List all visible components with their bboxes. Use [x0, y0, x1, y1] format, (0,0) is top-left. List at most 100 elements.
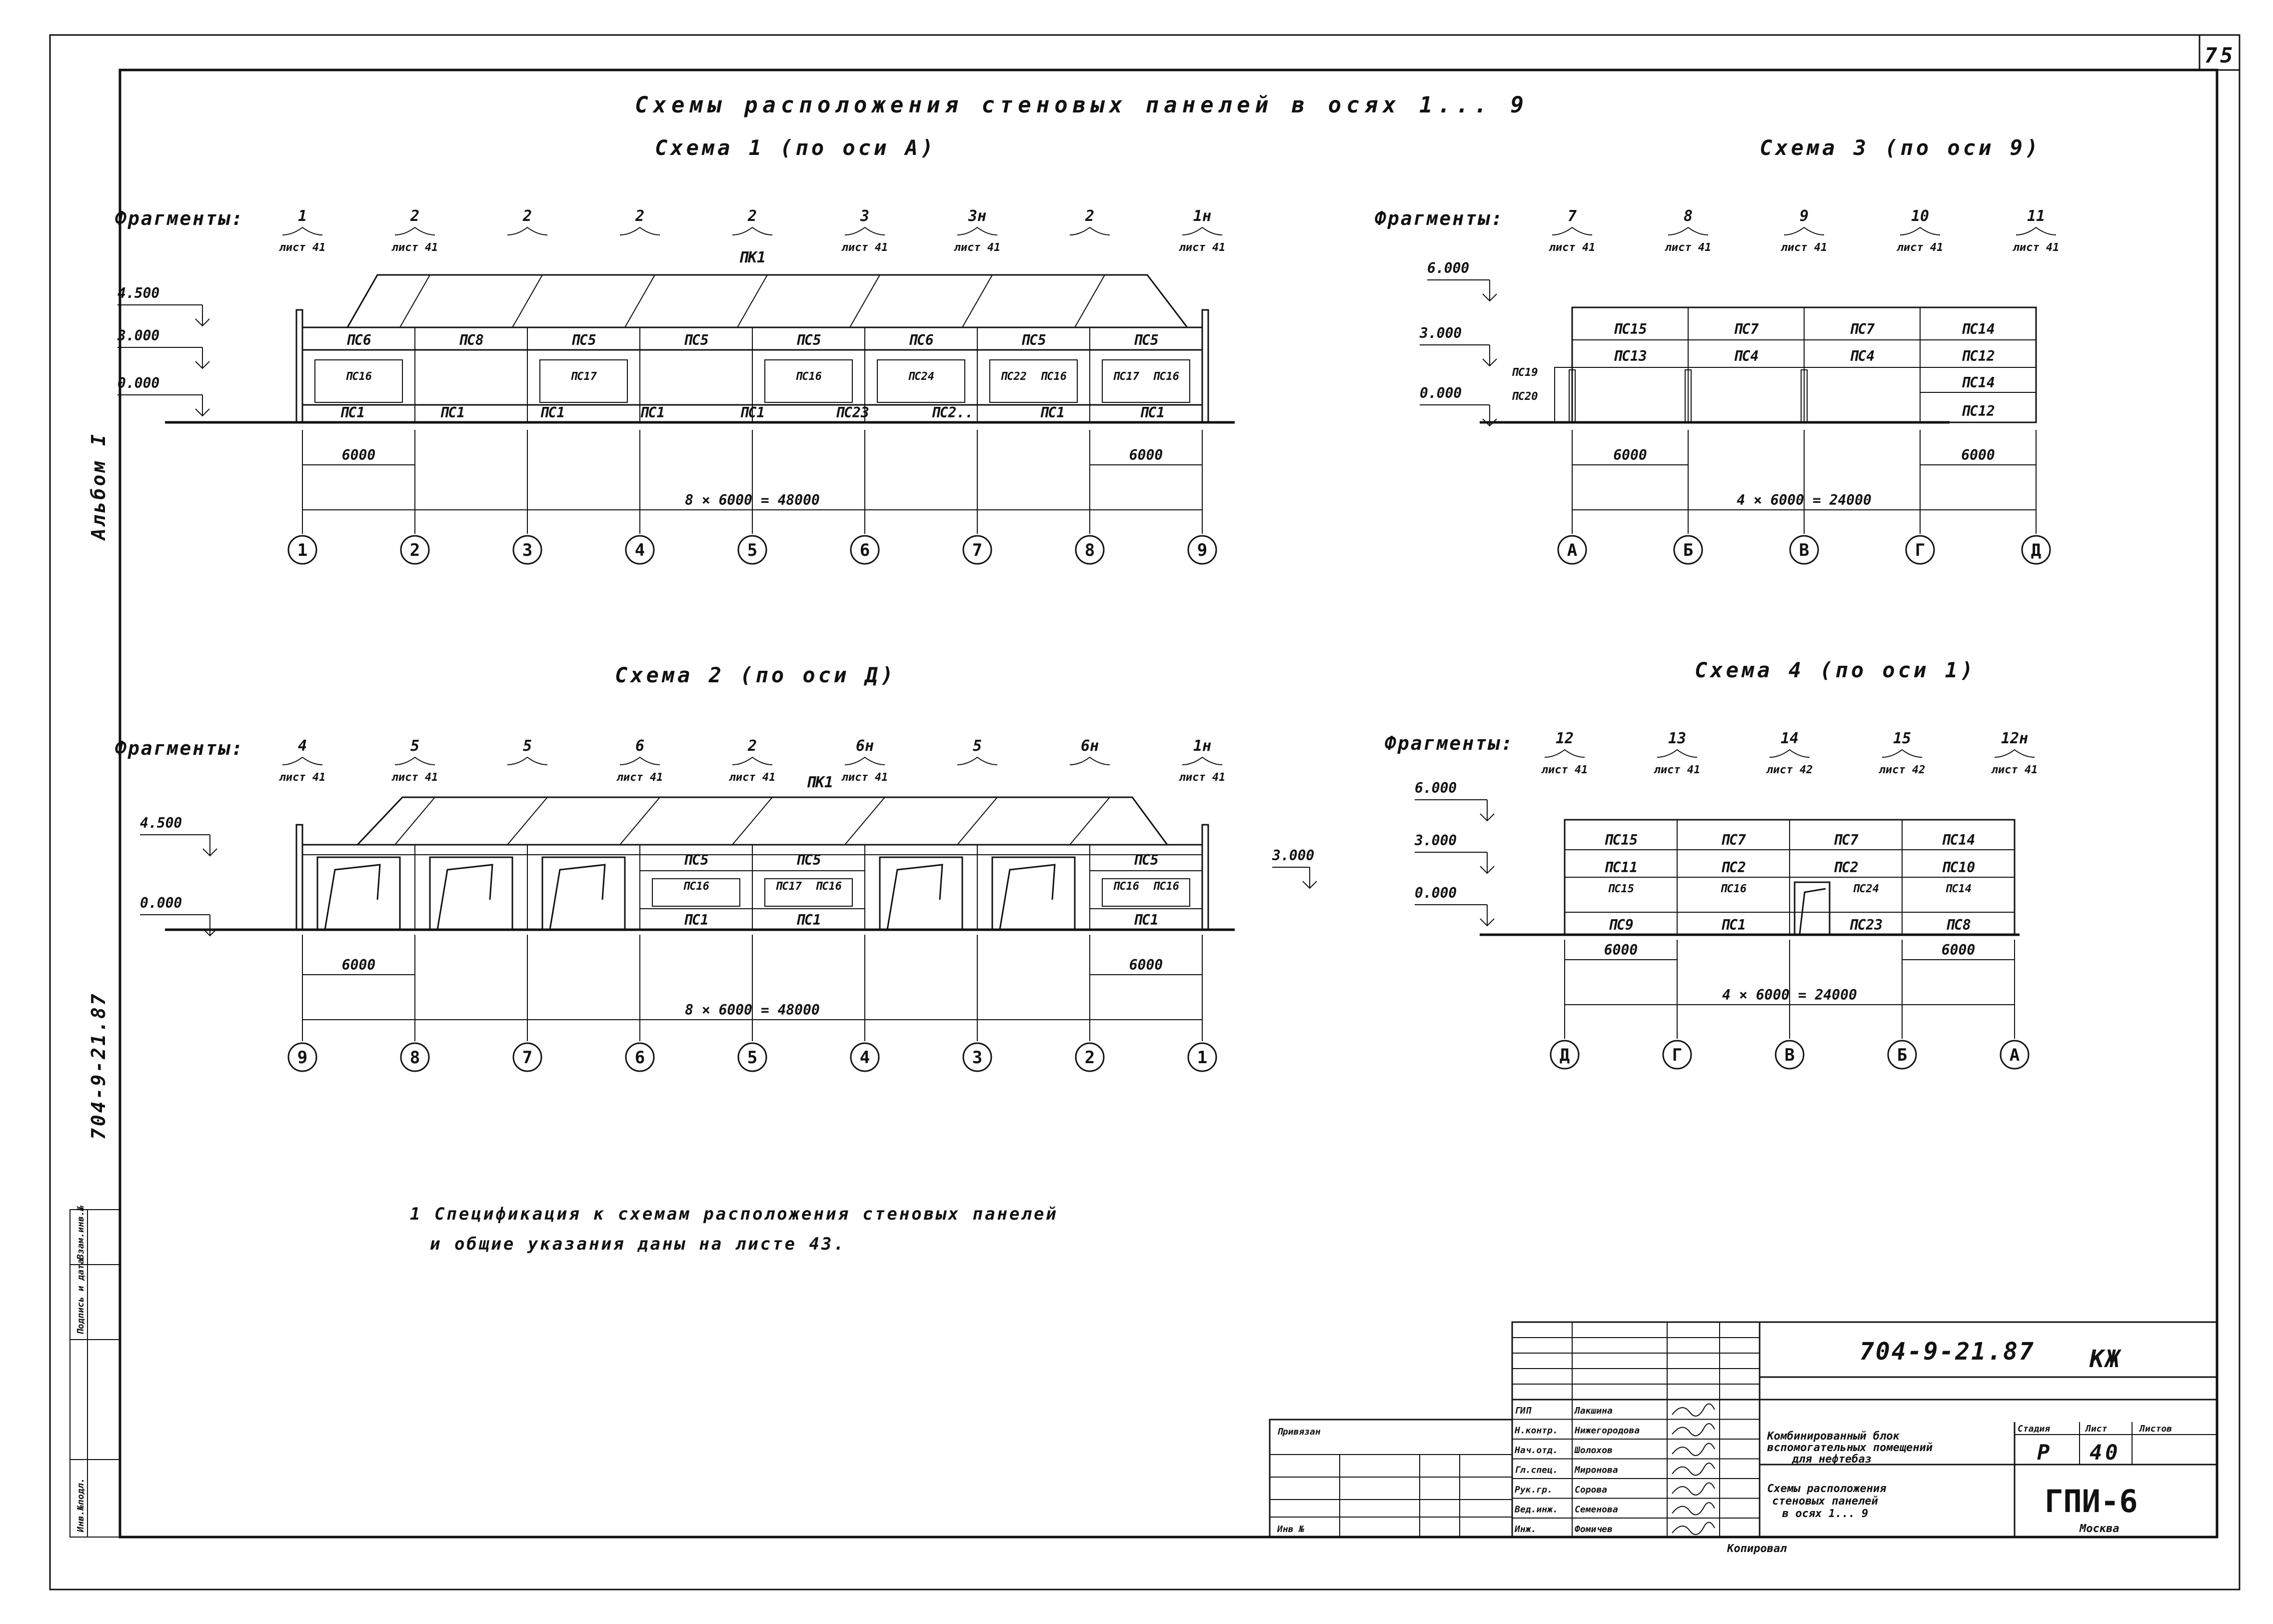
fragment-number: 12	[1556, 730, 1574, 747]
panel-bottom: ПС1	[640, 404, 665, 421]
tb-name: Миронова	[1574, 1465, 1618, 1476]
axis-bubble	[512, 1042, 542, 1072]
fragment-brace	[619, 226, 660, 235]
axis-bubble	[287, 1042, 317, 1072]
axis-bubble	[1887, 1040, 1917, 1070]
side-project-code: 704-9-21.87	[87, 992, 109, 1140]
fragment-number: 2	[747, 207, 757, 225]
panel-bottom: ПС1	[440, 404, 465, 421]
fragment-sheet-ref: лист 41	[841, 241, 888, 254]
panel-top: ПС5	[683, 332, 709, 348]
organization: ГПИ-6	[2045, 1483, 2138, 1520]
panel-mid: ПС16	[1153, 370, 1179, 383]
fragment-sheet-ref: лист 42	[1766, 764, 1813, 776]
panel-row-3: ПС14	[1945, 883, 1972, 895]
panel-bottom: ПС1	[1040, 404, 1065, 421]
axis-label: 9	[297, 1048, 307, 1068]
tb-name: Сорова	[1575, 1485, 1607, 1495]
fragment-brace	[1182, 756, 1223, 765]
panel-row-2: ПС10	[1942, 859, 1975, 876]
panel-top: ПС5	[796, 852, 821, 868]
axis-bubble	[1673, 535, 1703, 565]
panel-top: ПС5	[1133, 852, 1159, 868]
fragment-sheet-ref: лист 41	[616, 771, 663, 784]
sheet-name-2: стеновых панелей	[1772, 1495, 1878, 1508]
end-post	[1201, 309, 1209, 423]
end-post	[1201, 824, 1209, 931]
fragment-brace	[394, 756, 435, 765]
axis-bubble	[1557, 535, 1587, 565]
roof-rib	[1069, 797, 1110, 845]
fragment-number: 1	[298, 207, 307, 225]
panel-bottom: ПС1	[740, 404, 765, 421]
panel-bottom: ПС1	[1133, 912, 1159, 928]
fragment-brace	[732, 756, 773, 765]
panel-mid: ПС16	[815, 880, 842, 893]
panel-row-1: ПС15	[1604, 832, 1638, 848]
level-3000: 3.000	[117, 327, 159, 344]
fragment-sheet-ref: лист 41	[1179, 771, 1226, 784]
fragment-sheet-ref: лист 41	[954, 241, 1001, 254]
fragment-brace	[1784, 226, 1825, 235]
fragment-sheet-ref: лист 41	[279, 241, 326, 254]
tb-signature	[1672, 1423, 1715, 1437]
fragment-brace	[732, 226, 773, 235]
scheme-2-heading: Схема 2 (по оси Д)	[615, 663, 896, 687]
panel-row-2: ПС11	[1604, 859, 1638, 876]
level-0000: 0.000	[140, 895, 182, 911]
fragment-number: 8	[1684, 207, 1693, 225]
door-leaf	[436, 864, 493, 930]
fragments-label-s2: Фрагменты:	[115, 737, 244, 759]
panel-top: ПС6	[346, 332, 371, 348]
dimension-right: 6000	[1961, 447, 1995, 463]
project-name-2: вспомогательных помещений	[1767, 1442, 1933, 1454]
outer-border	[49, 34, 2241, 1591]
fragment-brace	[2016, 226, 2057, 235]
door-leaf	[999, 864, 1056, 930]
window-opening	[764, 359, 853, 403]
panel-row-4: ПС8	[1946, 917, 1971, 933]
tb-role: ГИП	[1515, 1406, 1532, 1416]
panel-row-2: ПС4	[1734, 348, 1759, 364]
svg-text:Взам.инв.№: Взам.инв.№	[75, 1205, 86, 1260]
roof-rib	[394, 797, 435, 845]
axis-bubble	[737, 1042, 767, 1072]
sheets-label: Листов	[2139, 1424, 2172, 1434]
door-opening	[1794, 881, 1831, 936]
fragment-sheet-ref: лист 41	[2013, 241, 2060, 254]
fragment-number: 6н	[856, 737, 874, 755]
panel-mid: ПС24	[908, 370, 934, 383]
panel-bottom: ПС2..	[931, 404, 973, 421]
dimension-right: 6000	[1129, 447, 1163, 463]
panel-top: ПС5	[571, 332, 596, 348]
axis-label: 2	[1085, 1048, 1095, 1068]
end-post	[295, 309, 303, 423]
door-leaf	[324, 864, 381, 930]
svg-text:Подпись и дата: Подпись и дата	[75, 1259, 86, 1335]
fragment-number: 2	[747, 737, 757, 755]
panel-row-4: ПС12	[1961, 403, 1995, 419]
sheet-number: 75	[2205, 43, 2236, 67]
fragment-number: 9	[1800, 207, 1809, 225]
project-name-3: для нефтебаз	[1792, 1453, 1872, 1466]
fragment-number: 2	[1085, 207, 1094, 225]
door-opening	[879, 856, 963, 931]
fragment-number: 4	[298, 737, 307, 755]
panel-row-2: ПС4	[1850, 348, 1875, 364]
tb-signature	[1672, 1522, 1715, 1535]
door-opening	[991, 856, 1076, 931]
dimension-left: 6000	[342, 957, 375, 973]
roof-outline	[346, 274, 1189, 328]
level-6000: 6.000	[1427, 260, 1469, 276]
level-3000: 3.000	[1414, 832, 1457, 849]
album-label: Альбом I	[87, 432, 109, 541]
roof-rib	[619, 797, 660, 845]
end-post	[295, 824, 303, 931]
axis-label: 9	[1197, 540, 1207, 560]
panel-row-1: ПС14	[1942, 832, 1975, 848]
panel-row-1: ПС7	[1833, 832, 1859, 848]
fragment-sheet-ref: лист 41	[279, 771, 326, 784]
fragment-brace	[619, 756, 660, 765]
